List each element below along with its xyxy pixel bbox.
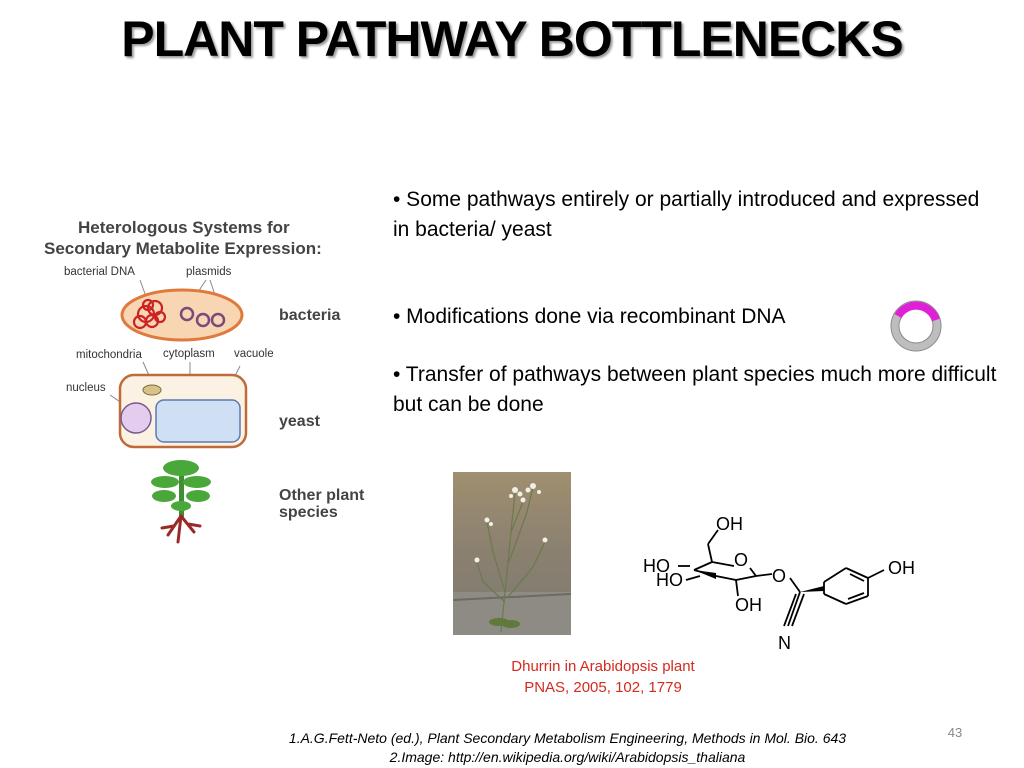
figure-heading-line1: Heterologous Systems for <box>78 218 290 237</box>
heterologous-systems-figure: Heterologous Systems for Secondary Metab… <box>44 218 365 544</box>
dhurrin-structure: OH O HO HO O OH OH N <box>643 514 915 653</box>
plasmid-ring-icon <box>890 300 942 352</box>
system-bacteria-label: bacteria <box>279 307 340 324</box>
mol-ring-o: O <box>734 550 748 570</box>
vacuole-shape <box>155 399 241 443</box>
label-bacterial-dna: bacterial DNA <box>64 266 135 278</box>
mol-oh-bottom: OH <box>735 595 762 615</box>
mol-glyco-o: O <box>772 566 786 586</box>
label-mitochondria: mitochondria <box>76 349 142 361</box>
figure-caption: Dhurrin in Arabidopsis plant PNAS, 2005,… <box>453 656 753 698</box>
reference-1: 1.A.G.Fett-Neto (ed.), Plant Secondary M… <box>288 730 847 746</box>
bacterial-dna-tangle <box>132 298 167 330</box>
label-nucleus: nucleus <box>66 382 106 394</box>
figure-heading-line2: Secondary Metabolite Expression: <box>44 239 322 258</box>
plasmid-circles <box>179 306 226 328</box>
page-number: 43 <box>947 725 963 740</box>
label-vacuole: vacuole <box>234 348 274 360</box>
plant-icon <box>151 460 211 544</box>
mol-oh-top: OH <box>716 514 743 534</box>
mitochondria-shape <box>142 384 162 396</box>
mol-ho-left1: HO <box>643 556 670 576</box>
bullet-heterologous-expression: • Some pathways entirely or partially in… <box>393 188 980 241</box>
bullet-plant-transfer: • Transfer of pathways between plant spe… <box>393 363 997 416</box>
references: 1.A.G.Fett-Neto (ed.), Plant Secondary M… <box>200 729 935 767</box>
mol-oh-phenol: OH <box>888 558 915 578</box>
label-plasmids: plasmids <box>186 266 232 278</box>
bullet-recombinant-dna: • Modifications done via recombinant DNA <box>393 305 786 328</box>
nucleus-shape <box>120 402 152 434</box>
caption-line1: Dhurrin in Arabidopsis plant <box>511 658 695 675</box>
slide-title: PLANT PATHWAY BOTTLENECKS <box>121 11 904 67</box>
arabidopsis-plant-photo <box>453 472 571 635</box>
system-other-label-line2: species <box>279 504 338 521</box>
system-other-label-line1: Other plant <box>279 487 365 504</box>
label-cytoplasm: cytoplasm <box>163 348 215 360</box>
caption-line2: PNAS, 2005, 102, 1779 <box>524 679 682 696</box>
reference-2: 2.Image: http://en.wikipedia.org/wiki/Ar… <box>389 749 746 765</box>
system-yeast-label: yeast <box>279 413 321 430</box>
mol-ho-left2: HO <box>656 570 683 590</box>
mol-nitrile-n: N <box>778 633 791 653</box>
